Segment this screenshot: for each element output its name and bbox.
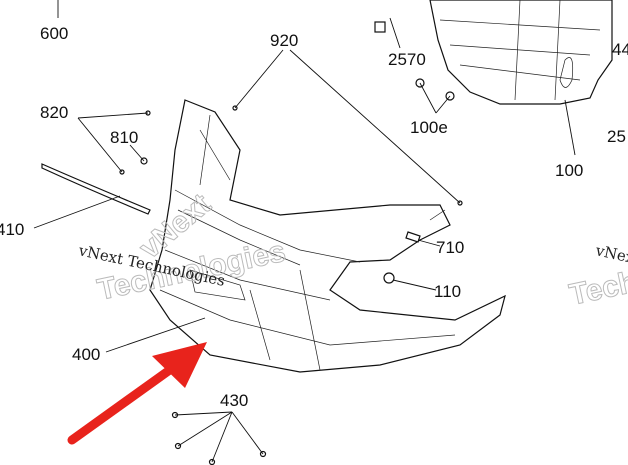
label-430: 430 <box>220 391 248 410</box>
label-25: 25 <box>607 127 626 146</box>
label-920: 920 <box>270 31 298 50</box>
part-2570-clip <box>374 21 386 33</box>
part-110-fastener <box>383 272 395 284</box>
label-100e: 100e <box>410 118 448 137</box>
label-44: 44 <box>612 40 628 59</box>
part-100-housing <box>429 0 613 105</box>
label-100: 100 <box>555 161 583 180</box>
label-810: 810 <box>110 128 138 147</box>
label-2570: 2570 <box>388 50 426 69</box>
label-110: 110 <box>434 282 461 301</box>
label-820: 820 <box>40 103 68 122</box>
part-710-clip <box>405 231 421 243</box>
label-400: 400 <box>72 345 100 364</box>
label-710: 710 <box>436 238 464 257</box>
leader-lines <box>33 0 576 463</box>
label-410: 410 <box>0 220 24 239</box>
red-arrow-indicator <box>67 342 207 445</box>
part-410-trim-strip <box>41 163 151 215</box>
label-600: 600 <box>40 24 68 43</box>
part-400-front-bumper <box>149 99 506 373</box>
